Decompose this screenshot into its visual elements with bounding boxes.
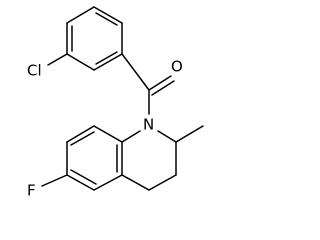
carbonyl-double-bond — [148, 75, 175, 96]
fluorine-bond — [41, 174, 68, 187]
chemical-structure-diagram: Cl O N F — [27, 6, 204, 200]
chlorine-bond — [47, 53, 68, 66]
methyl-bond — [175, 125, 204, 143]
aryl-carbonyl-bond — [121, 53, 150, 91]
fluorine-atom-label: F — [27, 182, 36, 200]
fluorobenzene-ring — [66, 125, 123, 191]
chlorophenyl-ring — [66, 6, 123, 71]
nitrogen-atom-label: N — [143, 116, 154, 134]
chlorine-atom-label: Cl — [27, 62, 42, 80]
oxygen-atom-label: O — [171, 58, 183, 76]
tetrahydro-ring — [121, 130, 177, 191]
